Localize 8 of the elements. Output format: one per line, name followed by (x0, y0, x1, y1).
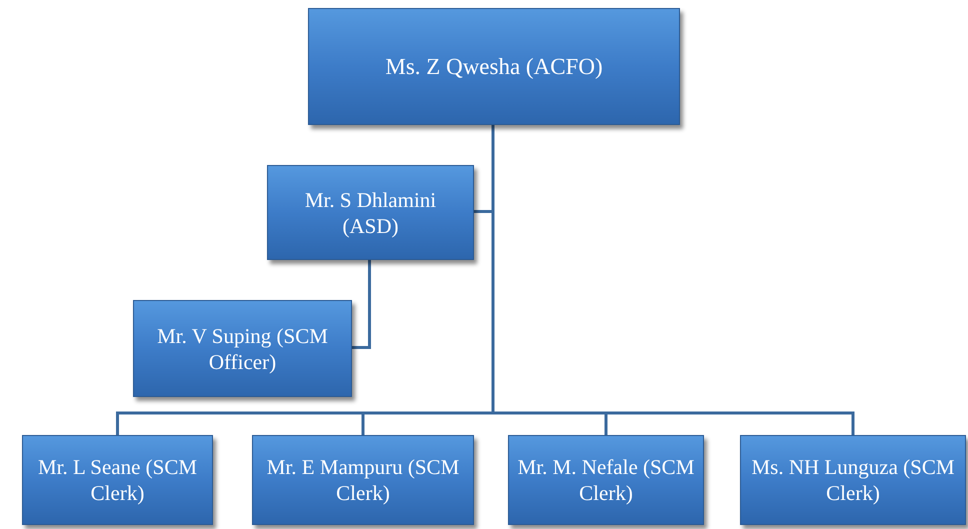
org-box: Mr. S Dhlamini (ASD) (267, 165, 474, 260)
org-box: Ms. Z Qwesha (ACFO) (308, 8, 680, 125)
org-box: Mr. V Suping (SCM Officer) (133, 300, 352, 397)
org-box: Mr. L Seane (SCM Clerk) (22, 435, 213, 525)
connector-line (352, 260, 371, 349)
org-box: Ms. NH Lunguza (SCM Clerk) (740, 435, 966, 525)
org-box: Mr. M. Nefale (SCM Clerk) (508, 435, 704, 525)
org-box: Mr. E Mampuru (SCM Clerk) (252, 435, 474, 525)
